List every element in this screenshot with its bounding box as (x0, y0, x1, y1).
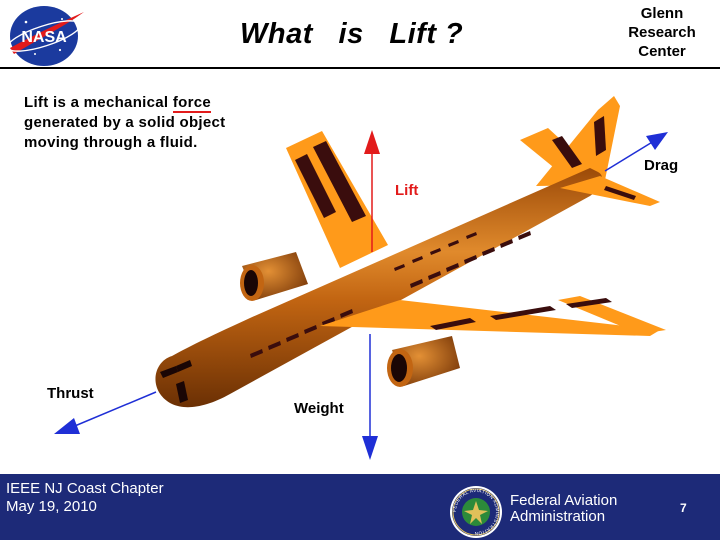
far-horizontal-stabilizer-elevator (552, 136, 582, 168)
near-wing-flap-3 (566, 298, 612, 308)
far-engine (240, 252, 308, 301)
force-highlight: force (172, 94, 212, 113)
lift-arrow (364, 130, 380, 252)
slide-header: NASA What is Lift ? Glenn Research Cente… (0, 0, 720, 69)
weight-arrow (362, 334, 378, 460)
drag-label: Drag (644, 157, 679, 174)
header-divider (0, 67, 720, 69)
far-wing-flap-1 (295, 154, 336, 218)
near-wing-flap-1 (430, 318, 476, 330)
drag-arrow (604, 132, 668, 172)
slide-title: What is Lift ? (240, 18, 464, 50)
upper-window-row (394, 232, 477, 271)
fuselage (155, 168, 603, 408)
footer-organization-name: IEEE NJ Coast Chapter (6, 480, 164, 497)
vertical-stabilizer-rudder (594, 116, 606, 156)
faa-name: Federal Aviation Administration (510, 493, 617, 525)
footer-organization: IEEE NJ Coast Chapter May 19, 2010 (6, 480, 164, 516)
fuselage-door (176, 381, 188, 403)
far-horizontal-stabilizer (520, 128, 596, 184)
cockpit-window (160, 366, 178, 378)
center-name-line-3: Center (638, 43, 686, 60)
near-horizontal-stabilizer-elevator (604, 186, 636, 200)
faa-seal-icon: FEDERAL AVIATION ADMINISTRATION (450, 486, 502, 538)
faa-name-line-2: Administration (510, 508, 606, 525)
near-wing-flap-2 (490, 306, 556, 320)
near-engine (387, 336, 460, 387)
lift-label: Lift (395, 182, 419, 199)
center-name-line-2: Research (628, 24, 696, 41)
nasa-logo-text: NASA (21, 29, 67, 46)
near-wing (320, 300, 660, 336)
window-row (250, 231, 531, 358)
faa-name-line-1: Federal Aviation (510, 492, 618, 509)
slide-footer: IEEE NJ Coast Chapter May 19, 2010 FEDER… (0, 474, 720, 540)
cockpit-window (176, 360, 192, 372)
center-name-line-1: Glenn (640, 5, 684, 22)
lift-definition: Lift is a mechanical force generated by … (24, 93, 324, 153)
definition-line-1: Lift is a mechanical force (24, 94, 212, 113)
definition-line-2: generated by a solid object (24, 114, 226, 131)
airplane-forces-diagram (54, 96, 668, 460)
thrust-arrow (54, 391, 157, 434)
nasa-logo: NASA (7, 6, 84, 66)
center-name: Glenn Research Center (612, 4, 712, 61)
footer-date: May 19, 2010 (6, 498, 97, 515)
thrust-label: Thrust (47, 385, 94, 402)
weight-label: Weight (294, 400, 344, 417)
far-wing-flap-2 (313, 141, 366, 222)
definition-line-3: moving through a fluid. (24, 134, 198, 151)
page-number: 7 (680, 501, 687, 515)
